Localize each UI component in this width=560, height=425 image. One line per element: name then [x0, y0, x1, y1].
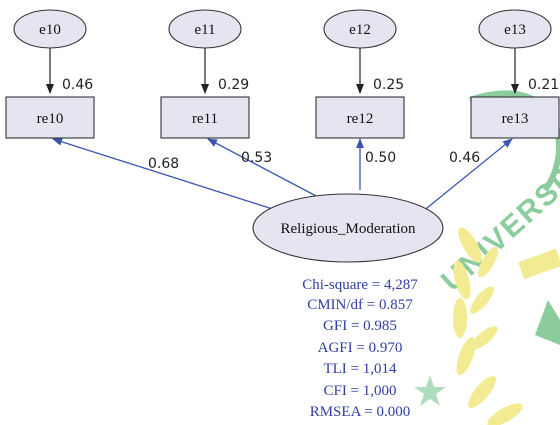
watermark-star-shape [535, 300, 560, 345]
university-watermark: UNIVERSITAS [414, 90, 560, 425]
loading-re13: 0.46 [449, 150, 480, 166]
indicator-node-re13: re13 [470, 96, 560, 139]
r2-re10: 0.46 [62, 77, 93, 93]
error-terms: e10 e11 e12 e13 [13, 9, 552, 49]
r2-re12: 0.25 [373, 77, 404, 93]
loading-path-re10 [52, 137, 286, 214]
r2-re11: 0.29 [218, 77, 249, 93]
loading-re10: 0.68 [148, 156, 179, 172]
error-label-e12: e12 [349, 22, 371, 38]
fit-agfi: AGFI = 0.970 [318, 340, 403, 356]
indicator-label-re13: re13 [502, 111, 529, 127]
indicator-label-re10: re10 [37, 111, 64, 127]
loading-re11: 0.53 [241, 150, 272, 166]
fit-rmsea: RMSEA = 0.000 [310, 404, 411, 420]
error-label-e13: e13 [504, 22, 526, 38]
r-squared-values: 0.46 0.29 0.25 0.21 [62, 77, 559, 93]
error-arrows [46, 48, 519, 94]
watermark-wreath-left [453, 227, 523, 425]
fit-tli: TLI = 1,014 [323, 361, 397, 377]
error-node-e12: e12 [323, 9, 397, 49]
fit-gfi: GFI = 0.985 [323, 318, 397, 334]
watermark-small-star [414, 375, 446, 406]
fit-cmin-df: CMIN/df = 0.857 [307, 297, 413, 313]
indicator-label-re11: re11 [192, 111, 218, 127]
factor-loadings: 0.68 0.53 0.50 0.46 [148, 150, 480, 172]
latent-label: Religious_Moderation [281, 221, 416, 237]
indicator-label-re12: re12 [347, 111, 374, 127]
indicators: re10 re11 re12 re13 [5, 96, 560, 139]
fit-indices: Chi-square = 4,287 CMIN/df = 0.857 GFI =… [302, 277, 418, 420]
error-label-e10: e10 [39, 22, 61, 38]
error-node-e13: e13 [478, 9, 552, 49]
error-node-e10: e10 [13, 9, 87, 49]
error-label-e11: e11 [194, 22, 215, 38]
indicator-node-re10: re10 [5, 96, 95, 139]
indicator-node-re11: re11 [160, 96, 250, 139]
fit-chi-square: Chi-square = 4,287 [302, 277, 418, 293]
error-node-e11: e11 [168, 9, 242, 49]
fit-cfi: CFI = 1,000 [323, 383, 396, 399]
loading-path-re11 [207, 138, 319, 198]
loading-path-re13 [421, 138, 513, 213]
indicator-node-re12: re12 [315, 96, 405, 139]
r2-re13: 0.21 [528, 77, 559, 93]
latent-variable-node: Religious_Moderation [252, 193, 444, 263]
loading-re12: 0.50 [365, 150, 396, 166]
loading-paths [52, 137, 513, 214]
